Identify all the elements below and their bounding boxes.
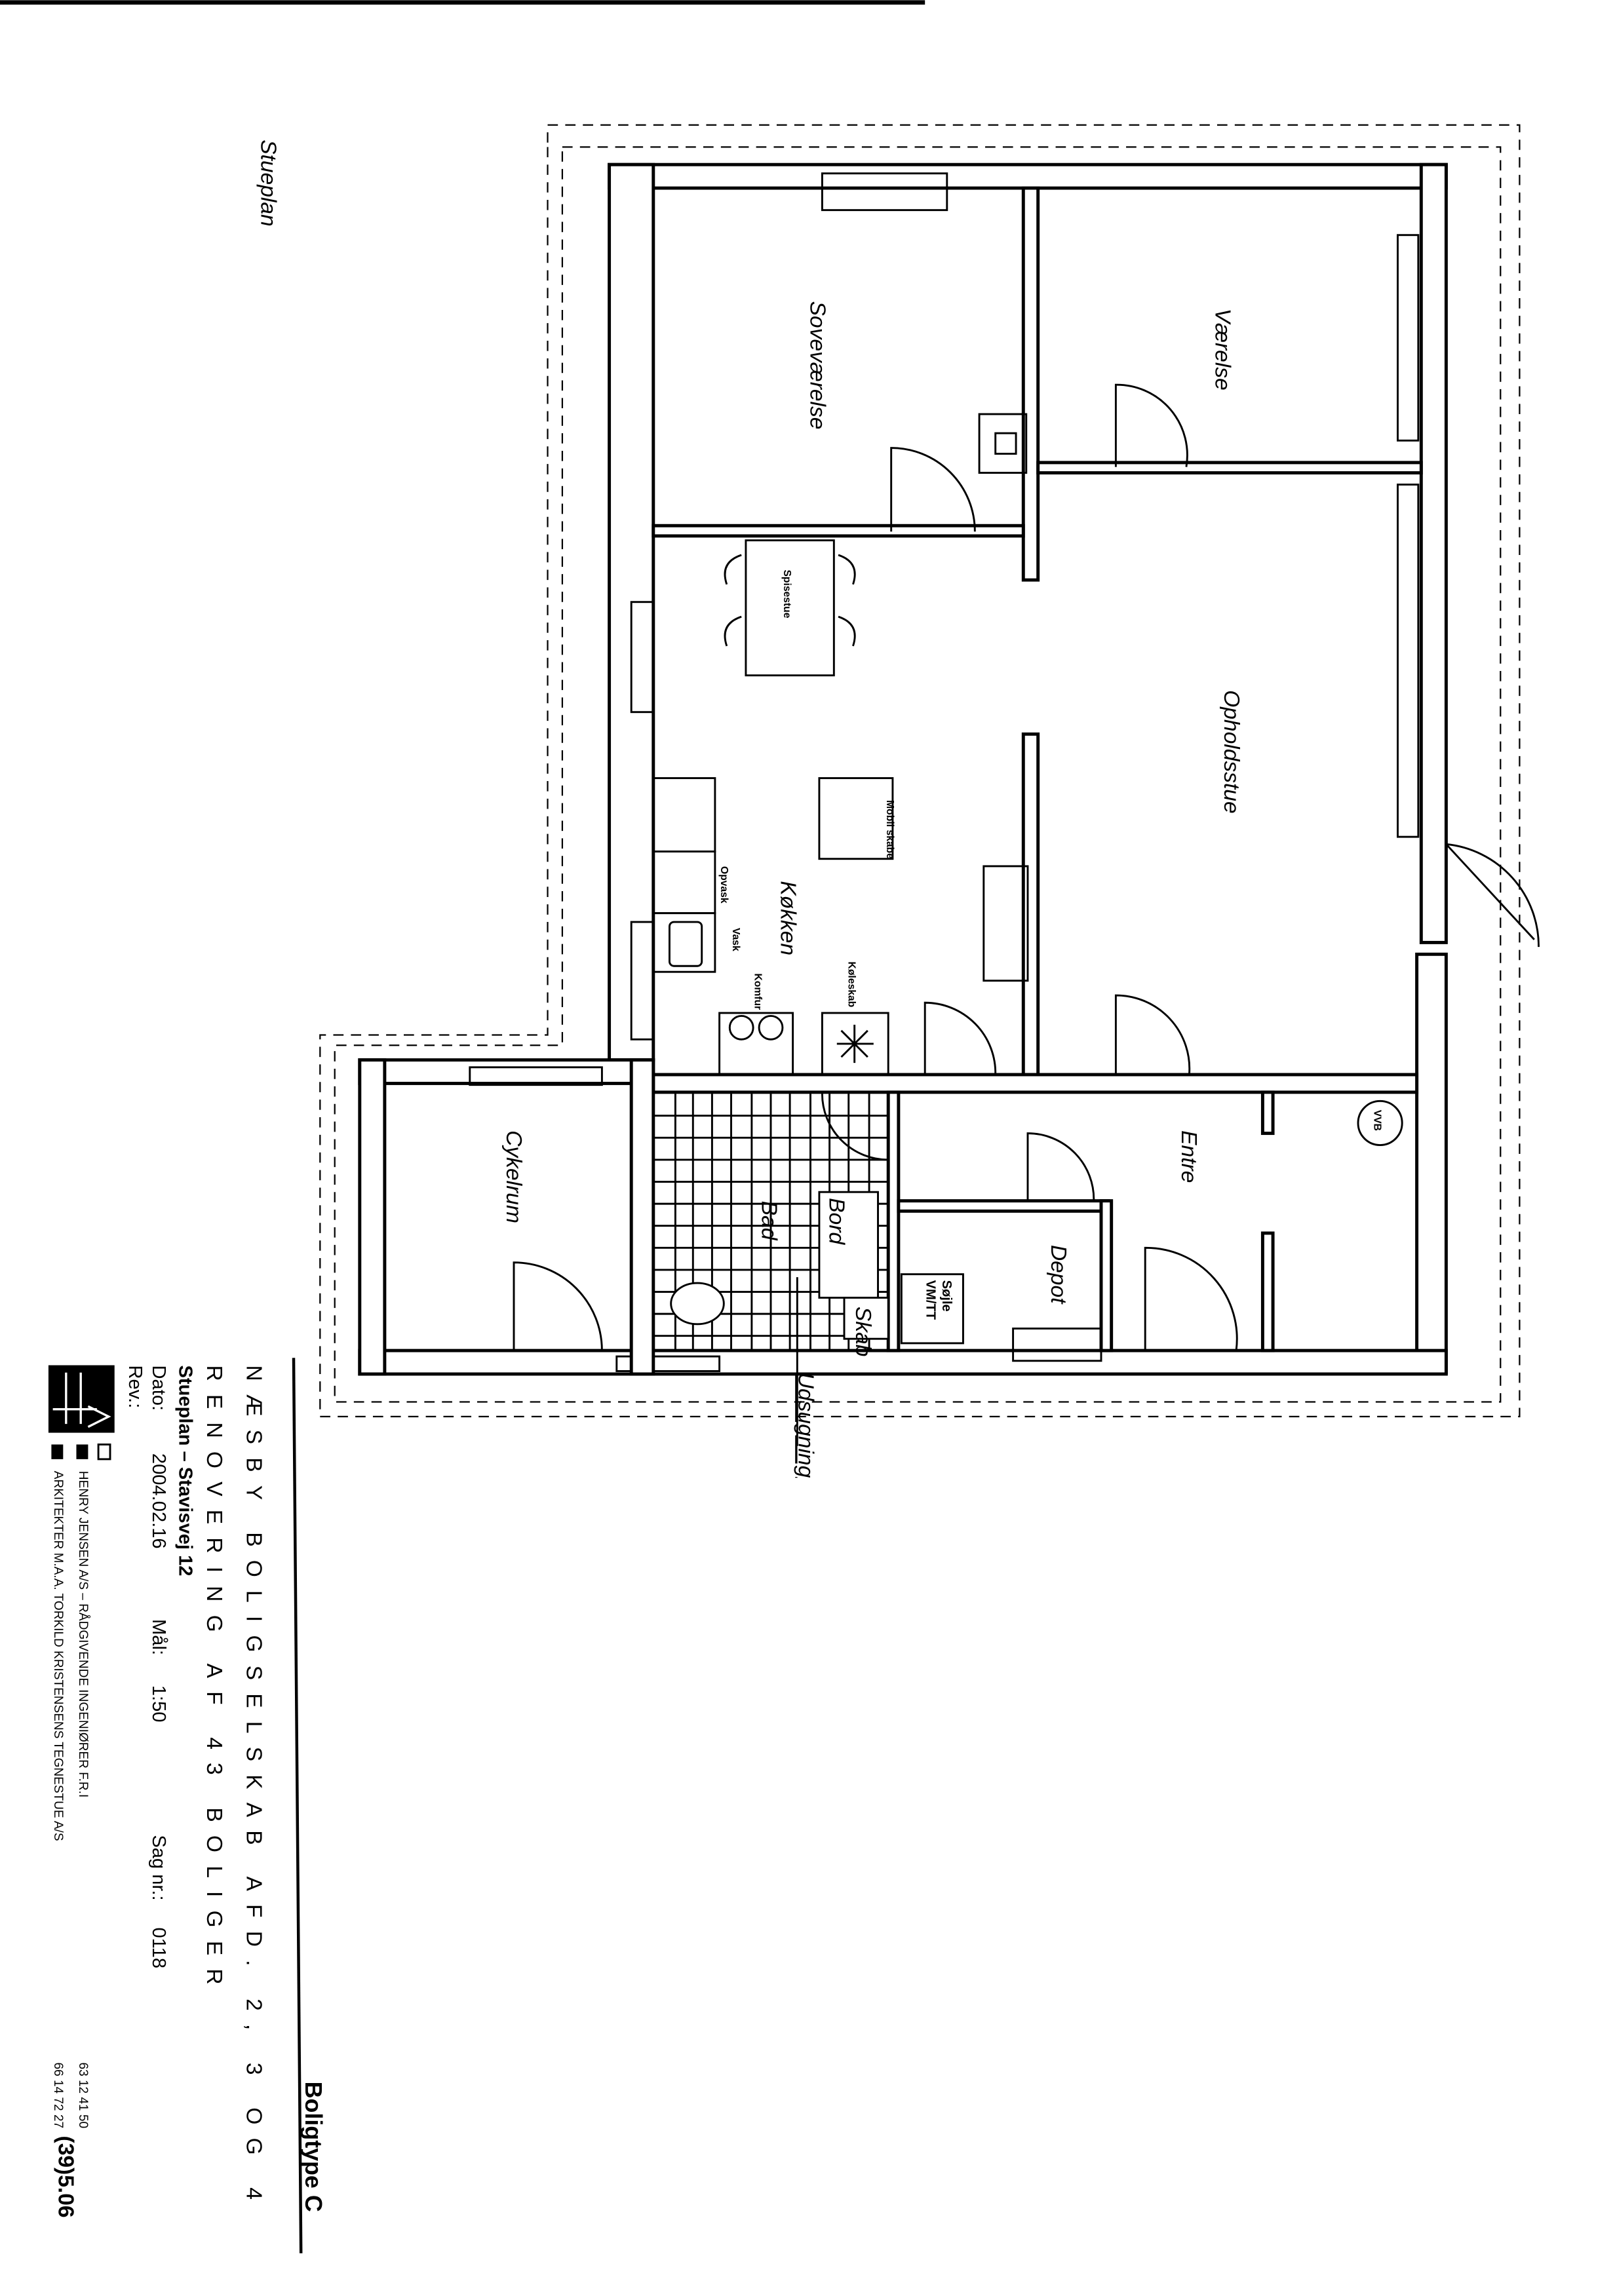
label-komfur: Komfur (752, 973, 763, 1010)
outer-walls (358, 163, 1448, 1376)
project-line-1: NÆSBY BOLIGSELSKAB AFD. 2, 3 OG 4 (241, 1366, 265, 2213)
dining-table (724, 539, 856, 677)
checkbox-empty (97, 1444, 111, 1461)
label-kokken: Køkken (776, 881, 800, 955)
project-line-3: Stueplan – Stavisvej 12 (174, 1366, 195, 1577)
door-entrance (1445, 843, 1540, 947)
label-opvask: Opvask (718, 866, 730, 904)
door-entre (1144, 1246, 1238, 1351)
roof-outline-inner (334, 146, 1502, 1403)
roof-outline (319, 124, 1521, 1418)
company-2: ARKITEKTER M.A.A. TORKILD KRISTENSENS TE… (51, 1471, 65, 1841)
company-logo (48, 1365, 115, 1433)
title-rule (292, 1358, 303, 2253)
scan-edge-line (0, 0, 925, 5)
label-mobil-skabe: Mobil skabe (884, 800, 895, 859)
dato-label: Dato: (148, 1366, 169, 1411)
door-depot (1026, 1132, 1095, 1201)
dato-value: 2004.02.16 (148, 1453, 169, 1549)
project-line-2: RENOVERING AF 43 BOLIGER (202, 1366, 226, 1998)
vvb-tank (1357, 1100, 1403, 1146)
kitchen-units (652, 777, 1029, 1076)
door-opholdsstue (1114, 994, 1191, 1075)
sag-value: 0118 (148, 1927, 169, 1968)
bathroom-tiles (653, 1094, 889, 1351)
label-vvb: VVB (1372, 1110, 1383, 1131)
building-type: Boligtype C (300, 2082, 326, 2212)
sag-label: Sag nr.: (148, 1835, 169, 1900)
label-bad: Bad (757, 1201, 781, 1241)
bullet-square (76, 1444, 88, 1459)
interior-walls (629, 186, 1423, 1376)
label-vm-tt: VM/TT (923, 1280, 937, 1320)
label-depot: Depot (1046, 1245, 1070, 1305)
door-vaerelse (1114, 383, 1188, 467)
label-cykelrum: Cykelrum (501, 1130, 526, 1223)
label-sojle: Søjle (939, 1280, 954, 1312)
phone-1: 63 12 41 50 (76, 2063, 90, 2129)
label-spisestue: Spisestue (781, 569, 792, 618)
bullet-square (51, 1444, 64, 1459)
door-swings (513, 383, 1540, 1351)
door-kitchen (924, 1001, 997, 1075)
label-udsugning: Udsugning (794, 1373, 818, 1478)
drawing-number: (39)5.06 (54, 2136, 78, 2218)
door-bad (821, 1094, 889, 1161)
title-block: Boligtype C NÆSBY BOLIGSELSKAB AFD. 2, 3… (48, 1358, 326, 2253)
sheet-label: Stueplan (256, 140, 281, 227)
label-koleskab: Køleskab (846, 962, 857, 1008)
rev-label: Rev.: (125, 1366, 146, 1409)
washer-dryer-box (900, 1273, 964, 1345)
label-vaerelse: Værelse (1211, 309, 1235, 391)
label-entre: Entre (1177, 1130, 1201, 1183)
label-opholdsstue: Opholdsstue (1219, 690, 1243, 814)
door-cykelrum (513, 1261, 603, 1351)
label-bord: Bord (825, 1198, 849, 1245)
maal-label: Mål: (148, 1619, 169, 1655)
door-sovevaerelse (890, 447, 976, 532)
company-1: HENRY JENSEN A/S – RÅDGIVENDE INGENIØRER… (76, 1471, 90, 1797)
maal-value: 1:50 (148, 1685, 169, 1723)
label-vask: Vask (730, 928, 741, 951)
label-skab: Skab (851, 1307, 875, 1357)
label-sovevaerelse: Soveværelse (805, 301, 829, 430)
phone-2: 66 14 72 27 (51, 2063, 65, 2129)
